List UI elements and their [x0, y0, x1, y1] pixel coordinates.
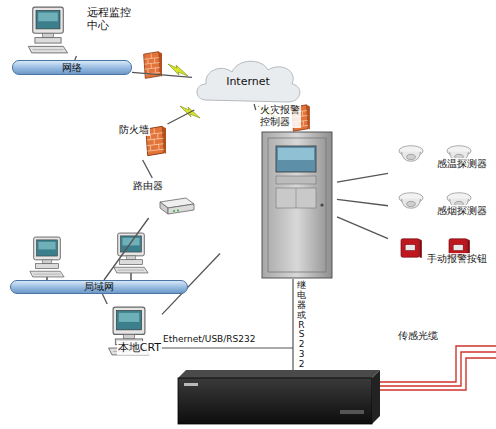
- node-text: 感温探测器: [436, 158, 488, 170]
- art-shape: [268, 138, 326, 272]
- connector-line: [143, 160, 153, 178]
- network-bar: 网络: [12, 60, 132, 75]
- art-shape: [380, 358, 496, 390]
- node-text: 感烟探测器: [436, 205, 488, 217]
- node-text: 路由器: [132, 180, 164, 192]
- alarm-button: 手动报警按钮: [388, 236, 488, 284]
- heat-detector-icon: [399, 146, 423, 162]
- ethernet-wire: [160, 347, 293, 348]
- controller-cabinet: [262, 132, 332, 278]
- interface-label: Ethernet/USB/RS232: [163, 334, 255, 345]
- monitor-center: 远程监控中心: [26, 6, 146, 56]
- art-shape: [276, 188, 316, 208]
- art-shape: [178, 378, 372, 424]
- art-shape: [320, 203, 323, 206]
- art-shape: [372, 370, 380, 424]
- connector-line: [168, 110, 195, 124]
- lan-bar: 局域网: [10, 280, 188, 294]
- connector-line: [337, 217, 388, 239]
- firewall-node: 防火墙: [98, 124, 168, 160]
- connector-line: [104, 218, 149, 280]
- heat-detector: 感温探测器: [388, 142, 488, 188]
- computer-icon: [28, 7, 67, 53]
- relay-wire: [292, 279, 293, 370]
- local-crt: 本地CRT: [96, 304, 162, 394]
- node-text: 远程监控中心: [87, 6, 135, 32]
- art-shape: [160, 202, 168, 214]
- node-text: 手动报警按钮: [426, 253, 488, 265]
- art-shape: [276, 176, 316, 184]
- art-shape: [180, 400, 370, 401]
- art-shape: [340, 410, 364, 414]
- art-shape: [184, 383, 198, 386]
- computer-icon: [114, 233, 148, 273]
- cloud-outline: [197, 61, 300, 102]
- connector-line: [254, 104, 256, 110]
- router-icon: [160, 198, 194, 214]
- art-shape: [380, 352, 496, 386]
- art-shape: [177, 210, 179, 212]
- dts-host-box: [178, 370, 380, 424]
- internet-cloud: Internet: [192, 54, 304, 110]
- alarm-button-icon: [401, 239, 422, 258]
- art-shape: [178, 370, 380, 378]
- fiber-cable: [380, 346, 496, 390]
- connector-line: [102, 294, 107, 304]
- node-text: 局域网: [84, 281, 114, 293]
- wireless-bolt: [168, 64, 188, 76]
- art-shape: [262, 132, 332, 278]
- alarm-controller: 火灾报警控制器: [220, 104, 337, 280]
- node-text: 本地CRT: [117, 341, 162, 354]
- smoke-detector: 感烟探测器: [388, 189, 488, 235]
- art-shape: [168, 204, 194, 214]
- connector-line: [337, 199, 388, 205]
- art-shape: [296, 188, 297, 208]
- art-shape: [278, 148, 314, 160]
- node-text: Internet: [226, 75, 270, 88]
- router-node: 路由器: [128, 178, 198, 218]
- node-text: 火灾报警控制器: [259, 104, 301, 128]
- node-text: 防火墙: [118, 124, 150, 136]
- smoke-detector-icon: [399, 193, 423, 209]
- node-text: 网络: [62, 62, 82, 74]
- fiber-label: 传感光缆: [398, 330, 438, 342]
- art-shape: [276, 146, 316, 172]
- connector-line: [337, 173, 388, 182]
- relay-label: 继电器或RS232: [297, 281, 306, 370]
- connector-line: [132, 72, 192, 77]
- computer-icon: [30, 237, 64, 277]
- art-shape: [173, 210, 175, 212]
